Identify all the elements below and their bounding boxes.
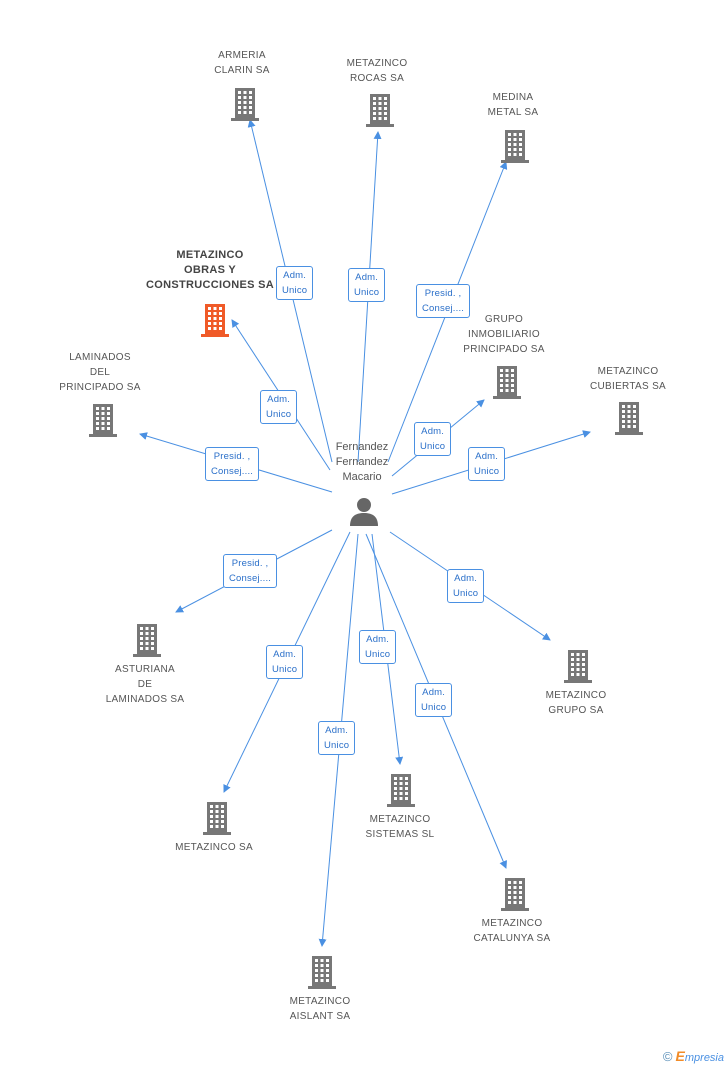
brand-logo-letter: E	[675, 1048, 685, 1064]
building-icon-obras[interactable]	[200, 302, 230, 343]
company-name-rocas[interactable]: METAZINCO ROCAS SA	[346, 58, 408, 84]
building-icon-catalunya[interactable]	[500, 876, 530, 917]
role-label-sistemas[interactable]: Adm. Unico	[359, 630, 397, 664]
role-label-cubiertas[interactable]: Adm. Unico	[468, 447, 506, 481]
building-icon-grupo[interactable]	[563, 648, 593, 689]
copyright-symbol: ©	[662, 1049, 673, 1064]
company-name-grupo_inm[interactable]: GRUPO INMOBILIARIO PRINCIPADO SA	[463, 314, 545, 355]
company-name-laminados[interactable]: LAMINADOS DEL PRINCIPADO SA	[59, 352, 141, 393]
company-name-sistemas[interactable]: METAZINCO SISTEMAS SL	[365, 814, 435, 840]
person-icon[interactable]	[348, 496, 380, 526]
building-icon-sistemas[interactable]	[386, 772, 416, 813]
building-icon-grupo_inm[interactable]	[492, 364, 522, 405]
building-icon-rocas[interactable]	[365, 92, 395, 133]
company-name-grupo[interactable]: METAZINCO GRUPO SA	[545, 690, 607, 716]
company-name-obras[interactable]: METAZINCO OBRAS Y CONSTRUCCIONES SA	[146, 249, 274, 291]
company-name-asturiana[interactable]: ASTURIANA DE LAMINADOS SA	[105, 664, 185, 705]
building-icon-metazinco[interactable]	[202, 800, 232, 841]
brand-logo-text: mpresia	[684, 1052, 724, 1064]
role-label-laminados[interactable]: Presid. , Consej....	[205, 447, 260, 481]
building-icon-armeria[interactable]	[230, 86, 260, 127]
role-label-catalunya[interactable]: Adm. Unico	[415, 683, 453, 717]
company-name-aislant[interactable]: METAZINCO AISLANT SA	[289, 996, 351, 1022]
role-label-grupo[interactable]: Adm. Unico	[447, 569, 485, 603]
role-label-metazinco[interactable]: Adm. Unico	[266, 645, 304, 679]
role-label-grupo_inm[interactable]: Adm. Unico	[414, 422, 452, 456]
building-icon-medina[interactable]	[500, 128, 530, 169]
company-name-cubiertas[interactable]: METAZINCO CUBIERTAS SA	[589, 366, 667, 392]
company-name-catalunya[interactable]: METAZINCO CATALUNYA SA	[473, 918, 551, 944]
role-label-obras[interactable]: Adm. Unico	[260, 390, 298, 424]
role-label-armeria[interactable]: Adm. Unico	[276, 266, 314, 300]
role-label-rocas[interactable]: Adm. Unico	[348, 268, 386, 302]
company-name-metazinco[interactable]: METAZINCO SA	[175, 842, 253, 853]
company-name-armeria[interactable]: ARMERIA CLARIN SA	[214, 50, 270, 76]
role-label-aislant[interactable]: Adm. Unico	[318, 721, 356, 755]
center-person-name[interactable]: Fernandez Fernandez Macario	[335, 441, 389, 483]
footer-brand: © Empresia	[663, 1048, 724, 1064]
building-icon-aislant[interactable]	[307, 954, 337, 995]
role-label-medina[interactable]: Presid. , Consej....	[416, 284, 471, 318]
building-icon-asturiana[interactable]	[132, 622, 162, 663]
company-name-medina[interactable]: MEDINA METAL SA	[487, 92, 539, 118]
building-icon-cubiertas[interactable]	[614, 400, 644, 441]
role-label-asturiana[interactable]: Presid. , Consej....	[223, 554, 278, 588]
building-icon-laminados[interactable]	[88, 402, 118, 443]
